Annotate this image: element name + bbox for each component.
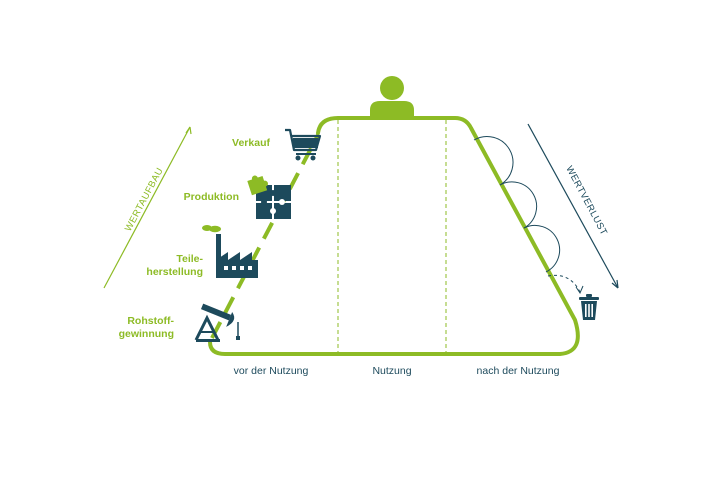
phase-label-after: nach der Nutzung bbox=[477, 365, 560, 377]
puzzle-icon bbox=[247, 175, 291, 219]
trash-bin-icon bbox=[579, 294, 599, 320]
outline-bottom-and-right bbox=[208, 116, 580, 356]
stage-label-teile-1: Teile- bbox=[176, 253, 203, 265]
stage-label-rohstoff-1: Rohstoff- bbox=[127, 315, 174, 327]
stage-label-verkauf: Verkauf bbox=[232, 137, 270, 149]
stage-label-produktion: Produktion bbox=[184, 191, 239, 203]
loss-arcs bbox=[473, 136, 584, 295]
phase-label-use: Nutzung bbox=[372, 365, 411, 377]
value-loss-arrow: WERTVERLUST bbox=[527, 123, 619, 289]
shopping-cart-icon bbox=[285, 128, 322, 161]
outline-left-rise bbox=[210, 134, 320, 339]
stage-label-teile-2: herstellung bbox=[146, 266, 203, 278]
stage-label-rohstoff-2: gewinnung bbox=[119, 328, 174, 340]
value-gain-label: WERTAUFBAU bbox=[123, 166, 166, 234]
oil-pump-icon bbox=[194, 303, 240, 342]
person-icon bbox=[370, 76, 414, 118]
lifecycle-outline bbox=[208, 116, 580, 356]
factory-icon bbox=[202, 225, 258, 278]
phase-label-before: vor der Nutzung bbox=[234, 365, 309, 377]
